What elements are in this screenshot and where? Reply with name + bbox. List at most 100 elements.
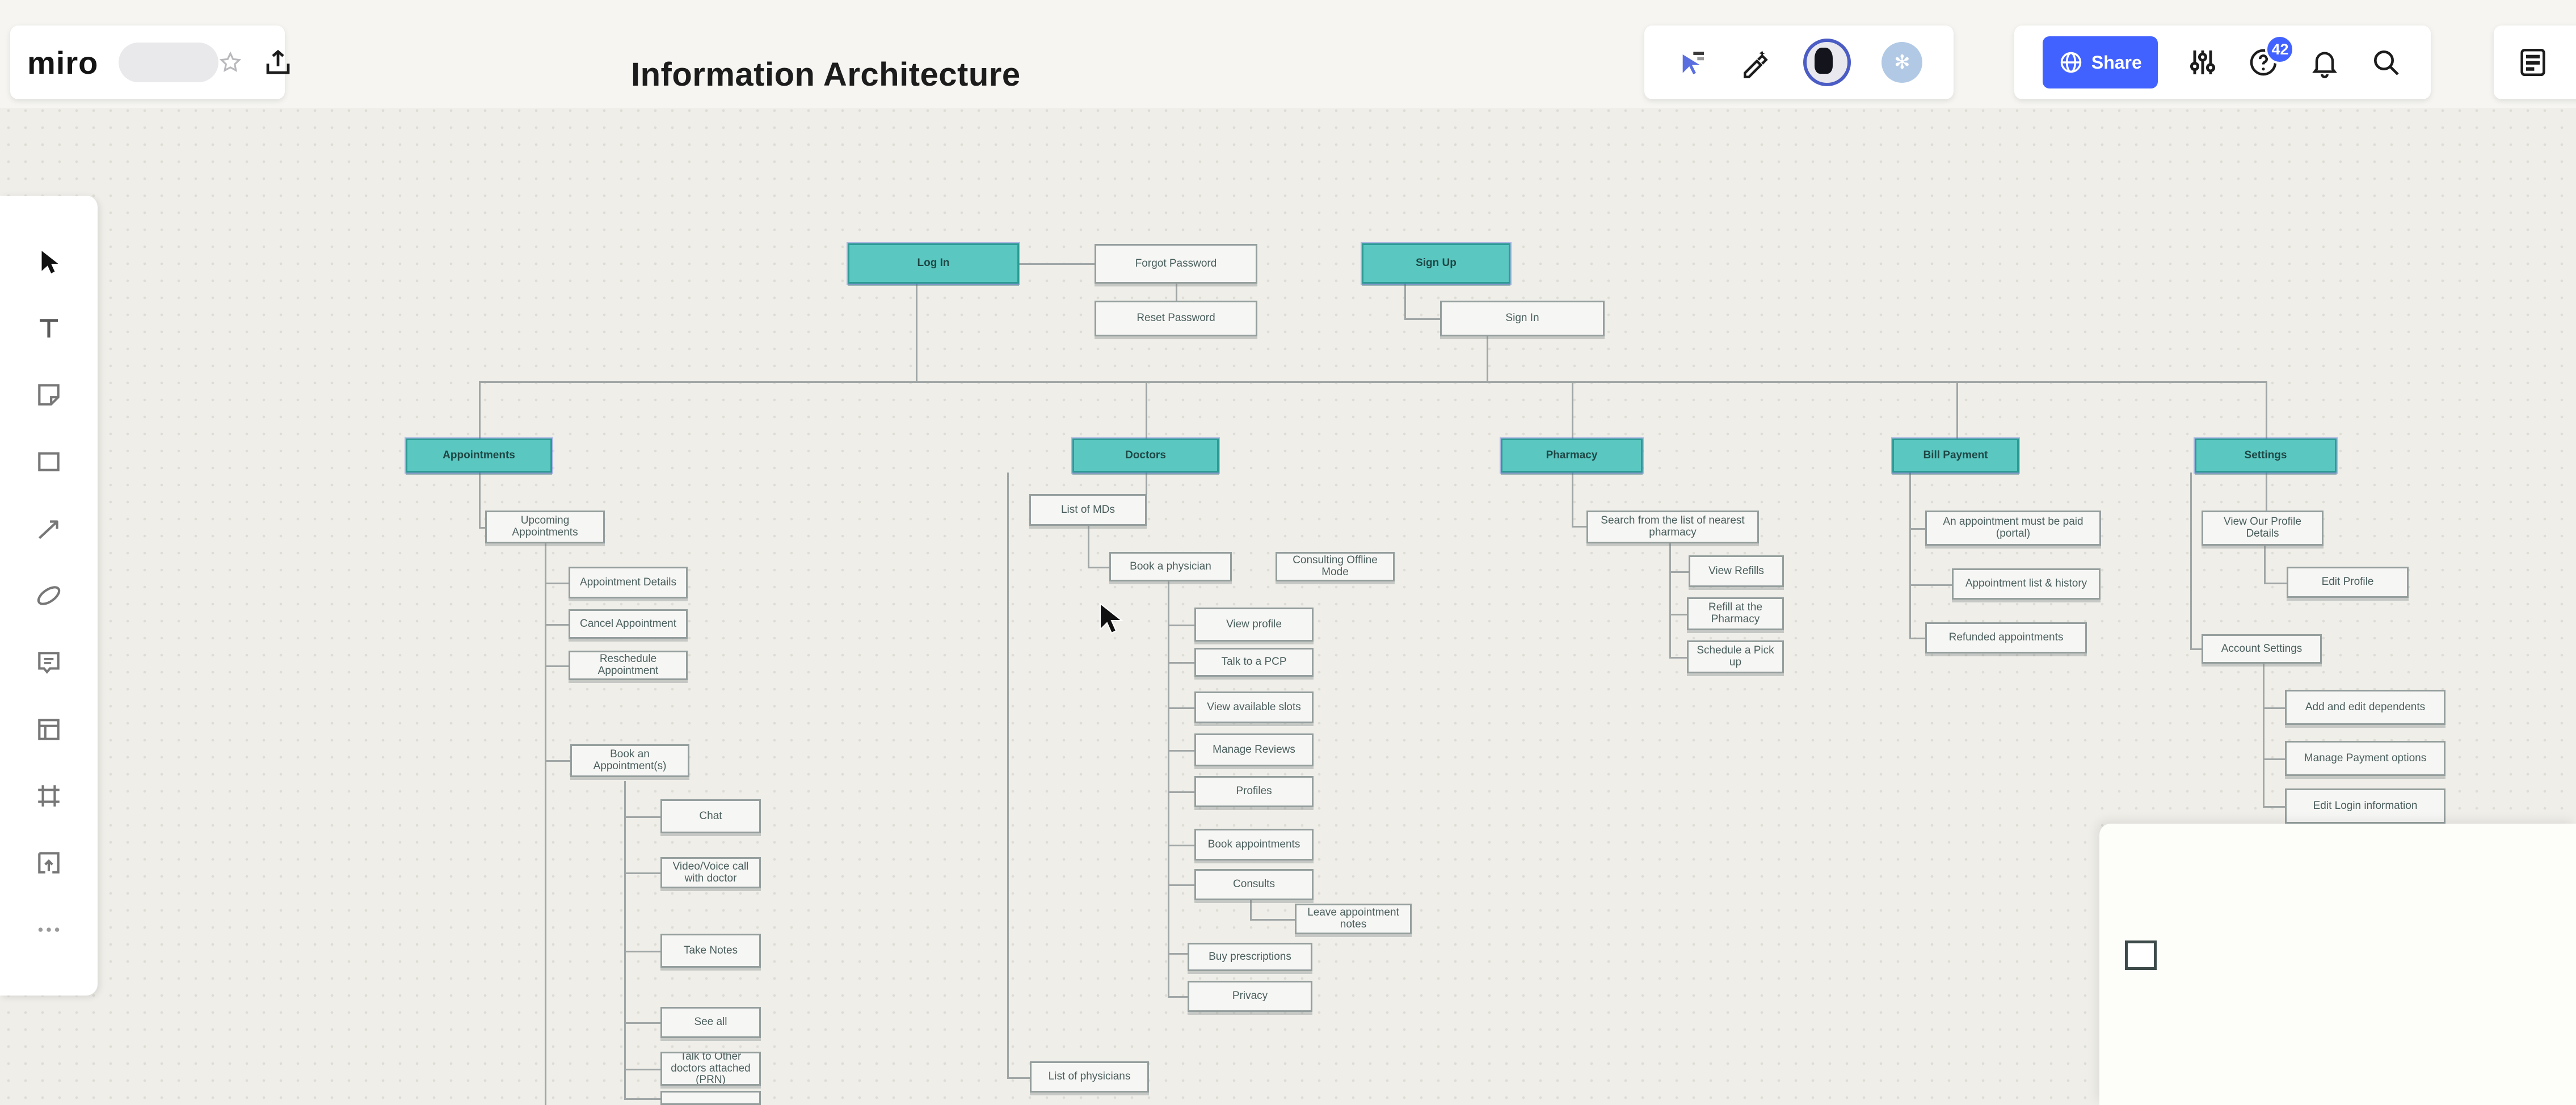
diagram-node-manage-payment[interactable]: Manage Payment options [2285, 741, 2445, 776]
connector-line [624, 951, 660, 952]
connector-line [1168, 625, 1194, 626]
more-tools-icon[interactable] [31, 912, 67, 948]
text-tool-icon[interactable] [31, 310, 67, 347]
mouse-cursor-icon [1098, 602, 1127, 635]
search-icon[interactable] [2369, 46, 2402, 79]
diagram-node-pharmacy[interactable]: Pharmacy [1500, 437, 1644, 474]
header-actions-card: Share 42 [2014, 26, 2431, 99]
pen-tool-icon[interactable] [31, 577, 67, 614]
connector-line [624, 781, 626, 1098]
connector-line [2266, 473, 2267, 511]
diagram-node-talk-pcp[interactable]: Talk to a PCP [1194, 648, 1314, 677]
diagram-node-view-refills[interactable]: View Refills [1689, 555, 1784, 587]
diagram-node-cancel-appointment[interactable]: Cancel Appointment [569, 609, 688, 639]
miro-logo[interactable]: miro [27, 44, 99, 81]
star-icon[interactable] [218, 46, 242, 79]
diagram-node-appointment-paid[interactable]: An appointment must be paid (portal) [1925, 511, 2101, 546]
diagram-node-privacy[interactable]: Privacy [1188, 981, 1312, 1012]
connector-line [1487, 336, 1488, 381]
sticky-note-tool-icon[interactable] [31, 377, 67, 413]
diagram-node-consults[interactable]: Consults [1194, 869, 1314, 900]
diagram-node-book-physician[interactable]: Book a physician [1109, 552, 1232, 581]
board-name-input[interactable] [119, 43, 219, 82]
connector-line [916, 284, 917, 381]
header-sidebar-card [2494, 26, 2576, 99]
magic-pen-icon[interactable] [1739, 46, 1772, 79]
connector-line [1168, 953, 1188, 955]
connector-line [1404, 284, 1406, 318]
shape-tool-icon[interactable] [31, 444, 67, 480]
diagram-node-video-call[interactable]: Video/Voice call with doctor [660, 857, 761, 888]
diagram-node-view-slots[interactable]: View available slots [1194, 691, 1314, 723]
connector-line [545, 583, 569, 584]
diagram-node-book-appointment[interactable]: Book an Appointment(s) [570, 744, 689, 777]
diagram-node-edit-profile[interactable]: Edit Profile [2287, 567, 2409, 598]
diagram-node-doctors[interactable]: Doctors [1071, 437, 1220, 474]
templates-tool-icon[interactable] [31, 711, 67, 748]
notifications-bell-icon[interactable] [2308, 46, 2341, 79]
diagram-node-view-profile[interactable]: View profile [1194, 608, 1314, 642]
diagram-node-list-of-physicians[interactable]: List of physicians [1030, 1061, 1149, 1093]
connector-line [545, 665, 569, 667]
board-content-icon[interactable] [2516, 46, 2549, 79]
diagram-node-reschedule-appointment[interactable]: Reschedule Appointment [569, 651, 688, 680]
connector-line [1909, 638, 1925, 639]
diagram-node-consulting-offline[interactable]: Consulting Offline Mode [1276, 552, 1395, 581]
connector-line [624, 816, 660, 818]
diagram-node-manage-reviews[interactable]: Manage Reviews [1194, 733, 1314, 766]
diagram-node-appointment-history[interactable]: Appointment list & history [1952, 568, 2101, 600]
tools-sidebar [0, 196, 98, 996]
diagram-node-refunded-appointments[interactable]: Refunded appointments [1925, 622, 2087, 653]
diagram-node-bill-payment[interactable]: Bill Payment [1891, 437, 2020, 474]
connector-line [1669, 543, 1671, 657]
diagram-node-edit-login-info[interactable]: Edit Login information [2285, 788, 2445, 824]
diagram-node-refill-pharmacy[interactable]: Refill at the Pharmacy [1687, 597, 1784, 630]
diagram-node-schedule-pickup[interactable]: Schedule a Pick up [1687, 640, 1784, 673]
diagram-node-partial-box[interactable] [660, 1091, 761, 1105]
diagram-node-see-all[interactable]: See all [660, 1007, 761, 1038]
settings-sliders-icon[interactable] [2186, 46, 2219, 79]
diagram-node-login[interactable]: Log In [847, 242, 1020, 285]
diagram-node-take-notes[interactable]: Take Notes [660, 934, 761, 968]
help-icon[interactable]: 42 [2247, 35, 2295, 79]
diagram-node-signup[interactable]: Sign Up [1361, 242, 1512, 285]
share-button[interactable]: Share [2042, 36, 2158, 88]
connection-line-tool-icon[interactable] [31, 511, 67, 547]
diagram-node-settings[interactable]: Settings [2194, 437, 2338, 474]
upload-tool-icon[interactable] [31, 845, 67, 881]
comment-tool-icon[interactable] [31, 644, 67, 681]
globe-icon [2059, 50, 2083, 75]
diagram-node-upcoming-appointments[interactable]: Upcoming Appointments [485, 511, 605, 543]
connector-line [1404, 318, 1440, 320]
frame-overlay[interactable] [2099, 824, 2576, 1105]
collaborator-avatar[interactable] [1803, 39, 1851, 86]
connector-line [2263, 758, 2285, 760]
diagram-node-account-settings[interactable]: Account Settings [2202, 634, 2322, 664]
export-icon[interactable] [263, 46, 293, 79]
diagram-node-appointment-details[interactable]: Appointment Details [569, 567, 688, 598]
diagram-node-buy-prescriptions[interactable]: Buy prescriptions [1188, 943, 1312, 971]
diagram-node-leave-appointment-notes[interactable]: Leave appointment notes [1295, 904, 1412, 934]
connector-line [1007, 473, 1009, 1077]
diagram-node-book-appointments-d[interactable]: Book appointments [1194, 829, 1314, 861]
diagram-node-sign-in[interactable]: Sign In [1440, 301, 1605, 336]
connector-line [2264, 583, 2287, 584]
diagram-node-view-profile-details[interactable]: View Our Profile Details [2202, 511, 2324, 546]
diagram-node-search-pharmacy[interactable]: Search from the list of nearest pharmacy [1586, 511, 1759, 543]
diagram-node-add-dependents[interactable]: Add and edit dependents [2285, 690, 2445, 725]
board-title[interactable]: Information Architecture [631, 56, 1021, 93]
connector-line [479, 381, 481, 438]
diagram-node-forgot-password[interactable]: Forgot Password [1095, 244, 1257, 284]
diagram-node-reset-password[interactable]: Reset Password [1095, 301, 1257, 336]
pointer-follow-icon[interactable] [1676, 46, 1708, 79]
collaborator-avatar[interactable]: ✻ [1882, 42, 1923, 83]
diagram-node-chat[interactable]: Chat [660, 799, 761, 833]
diagram-node-list-of-mds[interactable]: List of MDs [1029, 494, 1147, 526]
diagram-node-talk-other-doctors[interactable]: Talk to Other doctors attached (PRN) [660, 1052, 761, 1086]
frame-shape-rectangle[interactable] [2125, 940, 2157, 970]
diagram-node-profiles[interactable]: Profiles [1194, 776, 1314, 807]
select-tool-icon[interactable] [31, 243, 67, 280]
frame-tool-icon[interactable] [31, 778, 67, 814]
diagram-node-appointments[interactable]: Appointments [405, 437, 553, 474]
